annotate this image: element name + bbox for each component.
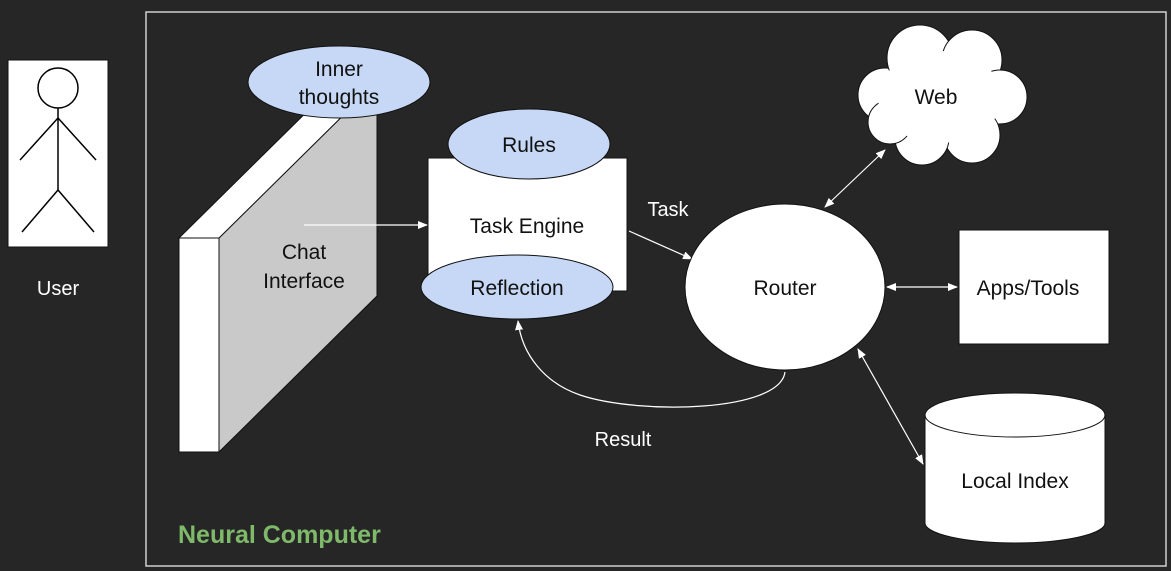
router-label: Router [753, 277, 816, 300]
inner-thoughts-label-line1: Inner [315, 58, 363, 81]
user-label: User [37, 278, 80, 300]
local-index-database [924, 392, 1106, 544]
stick-figure-icon [19, 67, 97, 233]
local-index-label: Local Index [961, 470, 1069, 493]
router-node [684, 203, 886, 371]
apps-tools-box [958, 229, 1110, 345]
chat-interface-panel [177, 80, 379, 454]
web-label: Web [915, 86, 958, 109]
apps-tools-label: Apps/Tools [977, 277, 1080, 300]
rules-label: Rules [502, 134, 556, 157]
rules-bubble [447, 108, 611, 180]
inner-thoughts-label-line2: thoughts [299, 86, 380, 109]
neural-computer-boundary [145, 11, 1167, 567]
result-edge-label: Result [595, 429, 652, 451]
reflection-bubble [420, 254, 614, 320]
result-arrow [515, 320, 786, 408]
neural-computer-label: Neural Computer [178, 521, 381, 549]
user-actor [7, 59, 109, 248]
reflection-label: Reflection [470, 277, 563, 300]
router-local-index-arrow [857, 348, 924, 465]
task-engine-label: Task Engine [470, 215, 584, 238]
task-arrow [628, 230, 693, 260]
inner-thoughts-bubble [247, 45, 431, 119]
chat-interface-label-line1: Chat [282, 241, 327, 264]
web-cloud-node [857, 24, 1028, 166]
router-web-arrow [824, 149, 886, 208]
task-edge-label: Task [647, 199, 689, 221]
chat-interface-label-line2: Interface [263, 270, 345, 293]
